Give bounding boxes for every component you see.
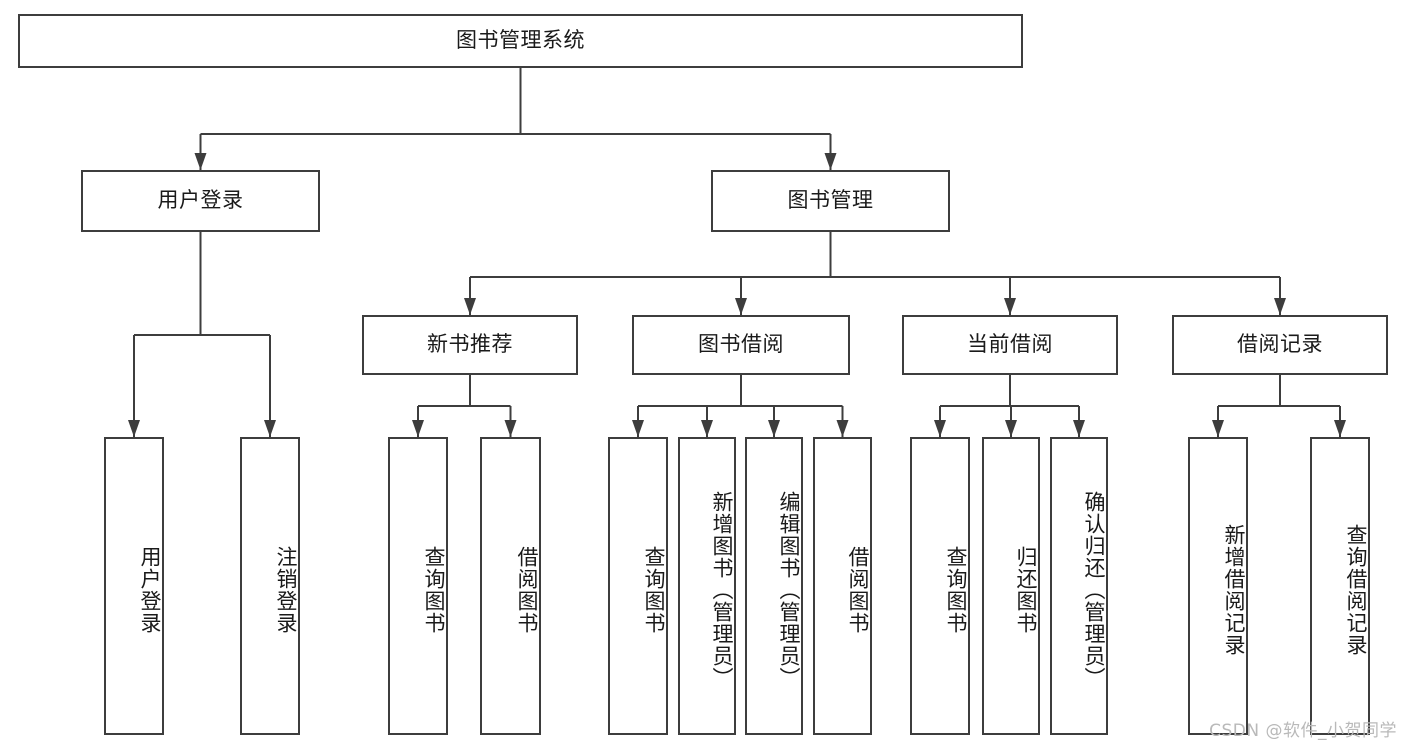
- arrowhead-icon: [768, 420, 780, 437]
- node-label: 查询图书: [642, 546, 666, 634]
- node-user-login[interactable]: 用户登录: [81, 170, 320, 232]
- node-root[interactable]: 图书管理系统: [18, 14, 1023, 68]
- node-label: 确认归还（管理员）: [1082, 491, 1106, 689]
- arrowhead-icon: [194, 153, 207, 170]
- node-label: 借阅图书: [515, 546, 539, 634]
- arrowhead-icon: [632, 420, 644, 437]
- node-confirm-return-admin[interactable]: 确认归还（管理员）: [1050, 437, 1108, 735]
- node-label: 查询图书: [944, 546, 968, 634]
- node-label: 当前借阅: [967, 332, 1053, 357]
- node-label: 新增借阅记录: [1222, 524, 1246, 656]
- arrowhead-icon: [824, 153, 837, 170]
- node-borrow-record[interactable]: 借阅记录: [1172, 315, 1388, 375]
- arrowhead-icon: [264, 420, 276, 437]
- node-current-borrow[interactable]: 当前借阅: [902, 315, 1118, 375]
- node-label: 图书管理系统: [456, 28, 585, 53]
- arrowhead-icon: [1274, 298, 1286, 315]
- node-label: 查询图书: [422, 546, 446, 634]
- arrowhead-icon: [412, 420, 424, 437]
- arrowhead-icon: [701, 420, 713, 437]
- node-label: 借阅图书: [846, 546, 870, 634]
- node-label: 注销登录: [274, 546, 298, 634]
- node-user-logout[interactable]: 注销登录: [240, 437, 300, 735]
- node-rec-borrow-book[interactable]: 借阅图书: [480, 437, 541, 735]
- node-label: 借阅记录: [1237, 332, 1323, 357]
- node-add-borrow-record[interactable]: 新增借阅记录: [1188, 437, 1248, 735]
- arrowhead-icon: [836, 420, 849, 437]
- arrowhead-icon: [464, 298, 476, 315]
- arrowhead-icon: [1334, 420, 1346, 437]
- arrowhead-icon: [1073, 420, 1085, 437]
- arrowhead-icon: [128, 420, 140, 437]
- arrowhead-icon: [1004, 298, 1016, 315]
- node-user-login-do[interactable]: 用户登录: [104, 437, 164, 735]
- node-book-manage[interactable]: 图书管理: [711, 170, 950, 232]
- node-label: 图书管理: [787, 188, 874, 213]
- node-label: 用户登录: [157, 188, 244, 213]
- node-label: 查询借阅记录: [1344, 524, 1368, 656]
- node-return-book[interactable]: 归还图书: [982, 437, 1040, 735]
- node-edit-book-admin[interactable]: 编辑图书（管理员）: [745, 437, 803, 735]
- node-borrow-query-book[interactable]: 查询图书: [608, 437, 668, 735]
- arrowhead-icon: [1212, 420, 1224, 437]
- node-book-borrow[interactable]: 图书借阅: [632, 315, 850, 375]
- node-new-book-rec[interactable]: 新书推荐: [362, 315, 578, 375]
- node-query-borrow-record[interactable]: 查询借阅记录: [1310, 437, 1370, 735]
- arrowhead-icon: [1005, 420, 1017, 437]
- watermark: CSDN @软件_小贺同学: [1209, 721, 1397, 741]
- node-label: 归还图书: [1014, 546, 1038, 634]
- node-label: 用户登录: [138, 546, 162, 634]
- node-label: 新书推荐: [427, 332, 513, 357]
- node-label: 编辑图书（管理员）: [777, 491, 801, 689]
- arrowhead-icon: [504, 420, 517, 437]
- arrowhead-icon: [735, 298, 747, 315]
- node-add-book-admin[interactable]: 新增图书（管理员）: [678, 437, 736, 735]
- node-borrow-book[interactable]: 借阅图书: [813, 437, 872, 735]
- node-cur-query-book[interactable]: 查询图书: [910, 437, 970, 735]
- node-rec-query-book[interactable]: 查询图书: [388, 437, 448, 735]
- node-label: 图书借阅: [698, 332, 784, 357]
- arrowhead-icon: [934, 420, 946, 437]
- node-label: 新增图书（管理员）: [710, 491, 734, 689]
